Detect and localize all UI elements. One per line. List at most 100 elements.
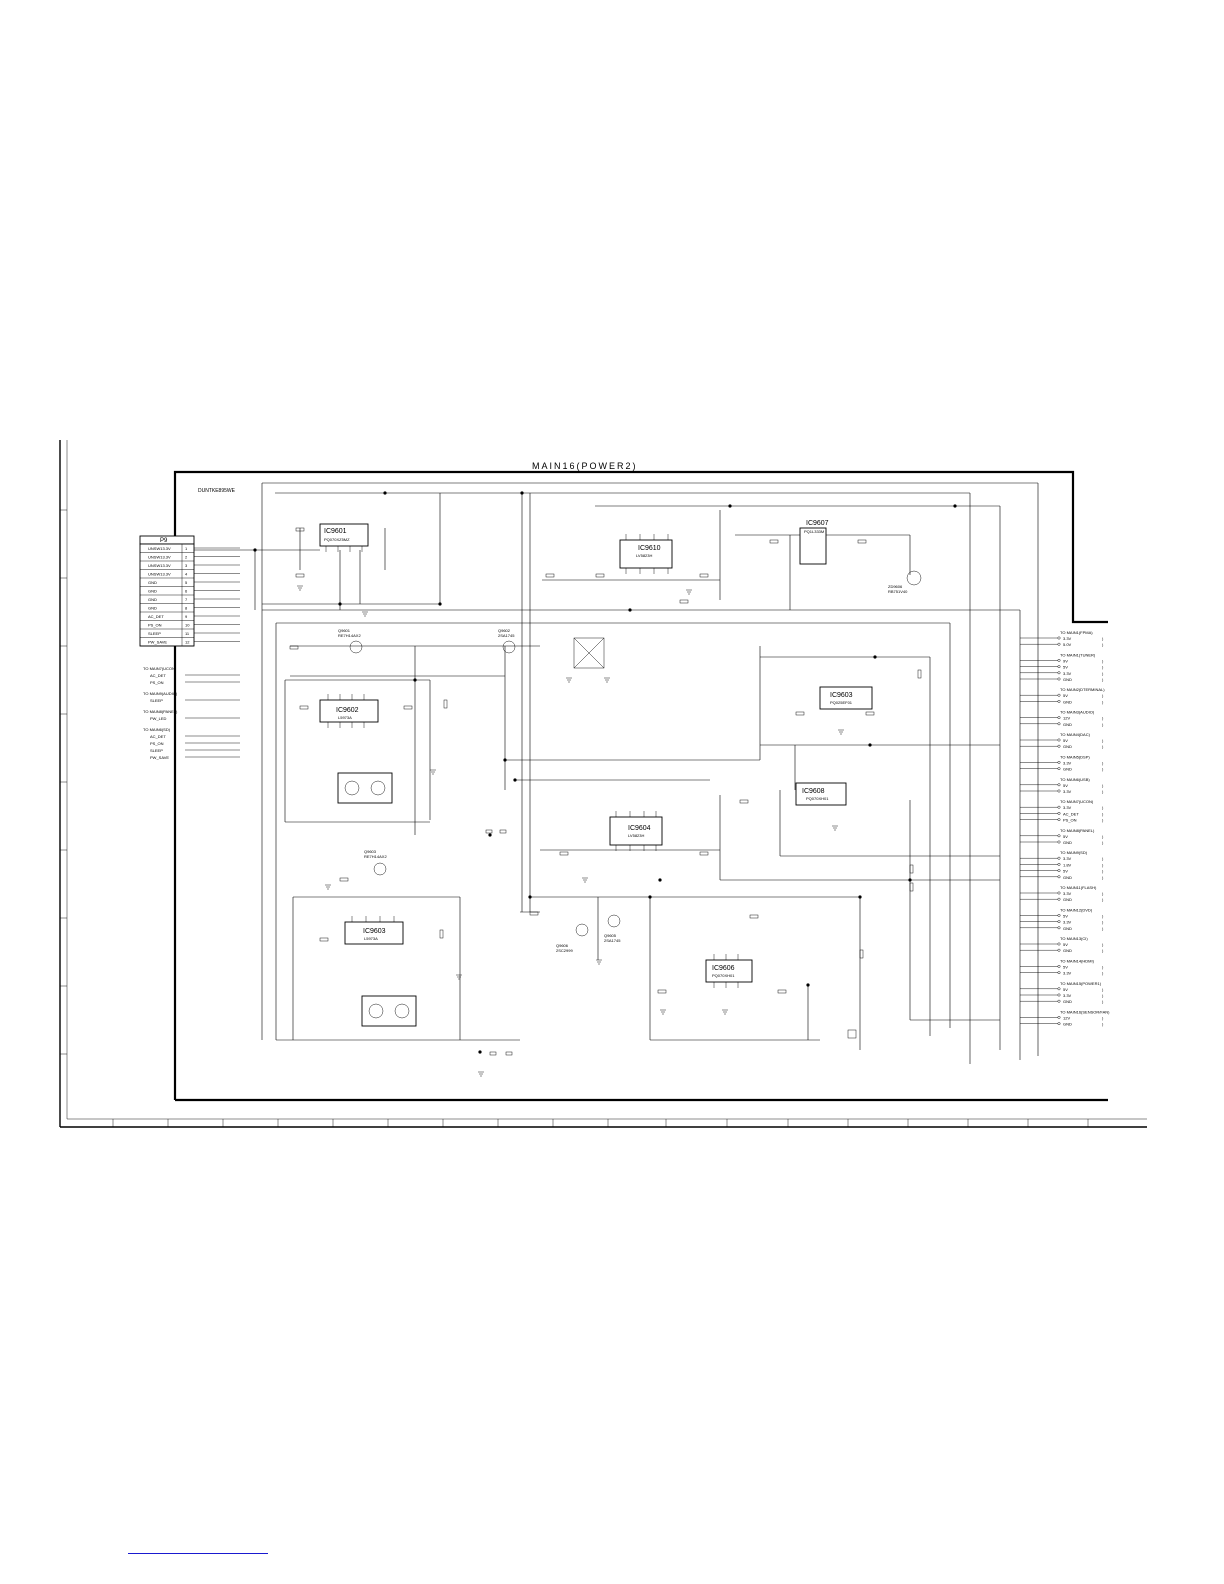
left-group-signal: PS_ON	[150, 680, 164, 685]
ic9606-ref: IC9606	[712, 965, 735, 972]
right-group-signal: GND	[1063, 926, 1072, 931]
right-group-label: TO MAIN13(CI)	[1060, 936, 1088, 941]
right-group-terminal	[1057, 926, 1061, 930]
ic9603-part: L5973A	[364, 936, 378, 941]
right-group-signal: 3.3V	[1063, 856, 1072, 861]
footer-link-underline	[128, 1553, 268, 1554]
right-group-signal: 3.3V	[1063, 789, 1072, 794]
right-group-signal: 1.8V	[1063, 862, 1072, 867]
right-group-signal: GND	[1063, 677, 1072, 682]
right-group-label: TO MAIN5(DSP)	[1060, 754, 1090, 759]
right-group-terminal	[1057, 722, 1061, 726]
ic9610-ref: IC9610	[638, 545, 661, 552]
ic9607-part: PQ1L333M	[804, 529, 824, 534]
q9601-ref: Q9601	[338, 628, 351, 633]
right-group-bracket: )	[1102, 760, 1104, 765]
right-group-bracket: )	[1102, 920, 1104, 925]
left-group-signal: SLEEP	[150, 698, 163, 703]
right-group-bracket: )	[1102, 658, 1104, 663]
pin-signal: UNSW13.3V	[148, 563, 171, 568]
right-group-terminal	[1057, 987, 1061, 991]
pin-number: 3	[185, 563, 188, 568]
q9603-ref: Q9603	[364, 849, 377, 854]
pin-signal: GND	[148, 580, 157, 585]
pin-number: 9	[185, 614, 188, 619]
pin-signal: UNSW13.3V	[148, 546, 171, 551]
right-group-label: TO MAIN12(DVD)	[1060, 907, 1093, 912]
right-group-bracket: )	[1102, 699, 1104, 704]
left-group-signal: PW_SAVE	[150, 755, 169, 760]
right-group-label: TO MAIN1(FPMA)	[1060, 630, 1093, 635]
right-group-signal: GND	[1063, 999, 1072, 1004]
right-group-signal: GND	[1063, 767, 1072, 772]
right-group-label: TO MAIN6(USB)	[1060, 777, 1090, 782]
right-group-terminal	[1057, 699, 1061, 703]
right-group-signal: 3.3V	[1063, 671, 1072, 676]
right-group-terminal	[1057, 875, 1061, 879]
right-group-bracket: )	[1102, 862, 1104, 867]
right-group-bracket: )	[1102, 738, 1104, 743]
right-group-signal: 12V	[1063, 1015, 1070, 1020]
ic9605-ref: IC9603	[830, 692, 853, 699]
pin-number: 11	[185, 631, 190, 636]
pin-signal: UNSW13.3V	[148, 572, 171, 577]
right-group-terminal	[1057, 738, 1061, 742]
pin-signal: PW_SAVE	[148, 640, 167, 645]
q9602-part: 2SA1745	[498, 633, 515, 638]
right-group-signal: 5V	[1063, 964, 1068, 969]
right-group-bracket: )	[1102, 834, 1104, 839]
pin-number: 6	[185, 589, 188, 594]
right-group-signal: 5V	[1063, 738, 1068, 743]
right-group-signal: 3.3V	[1063, 636, 1072, 641]
right-group-bracket: )	[1102, 671, 1104, 676]
ic9608-ref: IC9608	[802, 788, 825, 795]
right-group-label: TO MAIN7(UCON)	[1060, 799, 1094, 804]
pin-signal: GND	[148, 597, 157, 602]
q9606-ref: Q9606	[556, 943, 569, 948]
right-group-signal: 3.3V	[1063, 971, 1072, 976]
right-group-bracket: )	[1102, 891, 1104, 896]
right-group-terminal	[1057, 834, 1061, 838]
right-group-terminal	[1057, 744, 1061, 748]
bridge-q9607	[573, 637, 605, 669]
right-group-label: TO MAIN4(DAC)	[1060, 732, 1091, 737]
right-group-bracket: )	[1102, 971, 1104, 976]
ic9608: IC9608 PQ070XH01	[795, 782, 847, 806]
right-group-terminal	[1057, 642, 1061, 646]
right-group-terminal	[1057, 789, 1061, 793]
left-group-signal: SLEEP	[150, 748, 163, 753]
pin-signal: GND	[148, 606, 157, 611]
sheet-title: MAIN16(POWER2)	[532, 461, 638, 471]
right-group-terminal	[1057, 993, 1061, 997]
pin-signal: AC_DET	[148, 614, 164, 619]
right-group-label: TO MAIN9(SD)	[1060, 850, 1088, 855]
right-group-bracket: )	[1102, 942, 1104, 947]
right-group-terminal	[1057, 671, 1061, 675]
ic9606: IC9606 PQ070XH01	[705, 959, 753, 983]
right-group-terminal	[1057, 948, 1061, 952]
q9605-ref: Q9605	[604, 933, 617, 938]
right-group-signal: 5.0V	[1063, 642, 1072, 647]
pin-number: 4	[185, 572, 188, 577]
right-group-signal: 5V	[1063, 834, 1068, 839]
right-group-terminal	[1057, 913, 1061, 917]
right-group-terminal	[1057, 840, 1061, 844]
ic9610-part: LV5823H	[636, 553, 652, 558]
mosfet-pair-upper	[337, 772, 393, 804]
right-group-terminal	[1057, 693, 1061, 697]
right-group-bracket: )	[1102, 869, 1104, 874]
zd9606-ref: ZD9606	[888, 584, 903, 589]
right-group-bracket: )	[1102, 783, 1104, 788]
right-group-bracket: )	[1102, 840, 1104, 845]
transistor-q9601: Q9601 RE7H14AX2	[338, 628, 363, 654]
right-group-signal: AC_DET	[1063, 811, 1079, 816]
right-group-signal: GND	[1063, 699, 1072, 704]
right-group-bracket: )	[1102, 805, 1104, 810]
ic9602-part: L5973A	[338, 715, 352, 720]
left-group-label: TO MAIN9(AUDIO)	[143, 691, 178, 696]
right-group-label: TO MAIN15(POWER1)	[1060, 981, 1102, 986]
ground-symbols	[297, 585, 844, 1077]
drawing-frame	[59, 440, 1147, 1128]
